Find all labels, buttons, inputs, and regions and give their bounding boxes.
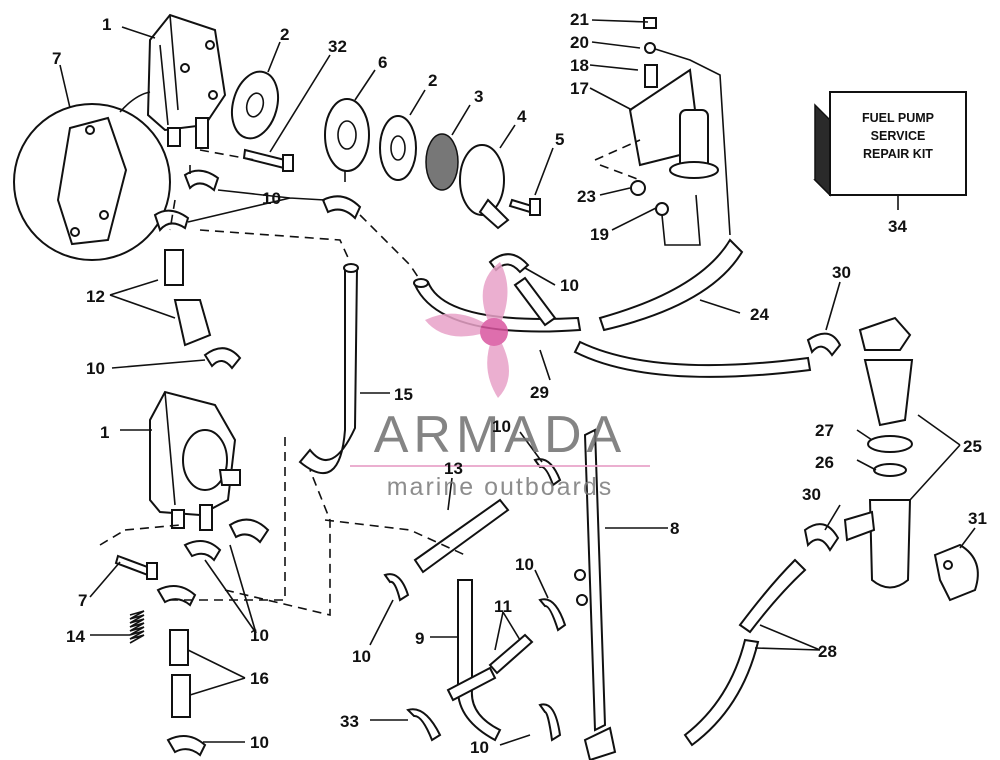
clamp-30-lower bbox=[803, 523, 840, 552]
screen-3 bbox=[425, 133, 459, 191]
callout-7: 7 bbox=[78, 591, 87, 610]
callout-24: 24 bbox=[750, 305, 769, 324]
watermark-brand: ARMADA bbox=[374, 406, 626, 464]
bolt-7 bbox=[114, 554, 158, 580]
callout-20: 20 bbox=[570, 33, 589, 52]
fuel-pump-upper bbox=[146, 13, 227, 149]
propeller-logo bbox=[425, 262, 509, 398]
spring-14 bbox=[129, 610, 145, 644]
callout-18: 18 bbox=[570, 56, 589, 75]
callout-33: 33 bbox=[340, 712, 359, 731]
callout-4: 4 bbox=[517, 107, 527, 126]
callout-15: 15 bbox=[394, 385, 413, 404]
callout-labels: 1 2 32 6 2 3 4 5 7 21 20 18 17 23 19 34 … bbox=[52, 10, 987, 757]
callout-10: 10 bbox=[250, 626, 269, 645]
diaphragm-upper bbox=[230, 70, 280, 140]
callout-10: 10 bbox=[560, 276, 579, 295]
hose-24 bbox=[598, 238, 744, 332]
watermark-tagline: marine outboards bbox=[387, 473, 614, 501]
bolt-32 bbox=[242, 148, 294, 172]
callout-11: 11 bbox=[494, 597, 512, 616]
callout-2: 2 bbox=[428, 71, 437, 90]
clip-31 bbox=[933, 543, 979, 602]
callout-10: 10 bbox=[86, 359, 105, 378]
leader-lines bbox=[59, 19, 976, 746]
callout-2: 2 bbox=[280, 25, 289, 44]
pump-body-6 bbox=[324, 98, 370, 182]
callout-1: 1 bbox=[100, 423, 109, 442]
armada-watermark: ARMADA marine outboards bbox=[350, 262, 650, 501]
bracket-assembly bbox=[628, 17, 731, 246]
gasket-detail bbox=[13, 91, 171, 261]
diaphragm-2 bbox=[379, 115, 417, 181]
hose-15 bbox=[298, 263, 359, 474]
callout-16: 16 bbox=[250, 669, 269, 688]
hose-13 bbox=[413, 498, 510, 574]
callout-6: 6 bbox=[378, 53, 387, 72]
kit-line-3: REPAIR KIT bbox=[863, 147, 933, 161]
callout-9: 9 bbox=[415, 629, 424, 648]
hose-9 bbox=[446, 579, 534, 742]
callout-7: 7 bbox=[52, 49, 61, 68]
callout-10: 10 bbox=[262, 189, 281, 208]
callout-17: 17 bbox=[570, 79, 589, 98]
hose-28 bbox=[683, 558, 807, 747]
screw-5 bbox=[508, 198, 541, 216]
fitting-12 bbox=[164, 249, 212, 347]
fitting-16 bbox=[169, 629, 191, 718]
alignment-lines bbox=[99, 139, 641, 617]
callout-5: 5 bbox=[555, 130, 564, 149]
callout-3: 3 bbox=[474, 87, 483, 106]
callout-10: 10 bbox=[250, 733, 269, 752]
repair-kit-box: FUEL PUMP SERVICE REPAIR KIT bbox=[813, 91, 967, 197]
callout-10: 10 bbox=[470, 738, 489, 757]
callout-27: 27 bbox=[815, 421, 834, 440]
callout-30: 30 bbox=[802, 485, 821, 504]
tube-8 bbox=[574, 428, 617, 760]
callout-26: 26 bbox=[815, 453, 834, 472]
callout-1: 1 bbox=[102, 15, 111, 34]
callout-12: 12 bbox=[86, 287, 105, 306]
callout-29: 29 bbox=[530, 383, 549, 402]
callout-28: 28 bbox=[818, 642, 837, 661]
callout-34: 34 bbox=[888, 217, 907, 236]
callout-8: 8 bbox=[670, 519, 679, 538]
callout-30: 30 bbox=[832, 263, 851, 282]
callout-31: 31 bbox=[968, 509, 987, 528]
fuel-pump-lower bbox=[149, 390, 241, 531]
kit-line-1: FUEL PUMP bbox=[862, 111, 934, 125]
callout-23: 23 bbox=[577, 187, 596, 206]
callout-32: 32 bbox=[328, 37, 347, 56]
kit-line-2: SERVICE bbox=[871, 129, 926, 143]
callout-21: 21 bbox=[570, 10, 589, 29]
callout-10: 10 bbox=[515, 555, 534, 574]
clamp-30-upper bbox=[806, 332, 842, 357]
callout-14: 14 bbox=[66, 627, 85, 646]
callout-25: 25 bbox=[963, 437, 982, 456]
callout-10: 10 bbox=[352, 647, 371, 666]
cover-4 bbox=[459, 144, 510, 230]
callout-13: 13 bbox=[444, 459, 463, 478]
callout-19: 19 bbox=[590, 225, 609, 244]
fuel-filter bbox=[843, 316, 914, 589]
callout-10: 10 bbox=[492, 417, 511, 436]
